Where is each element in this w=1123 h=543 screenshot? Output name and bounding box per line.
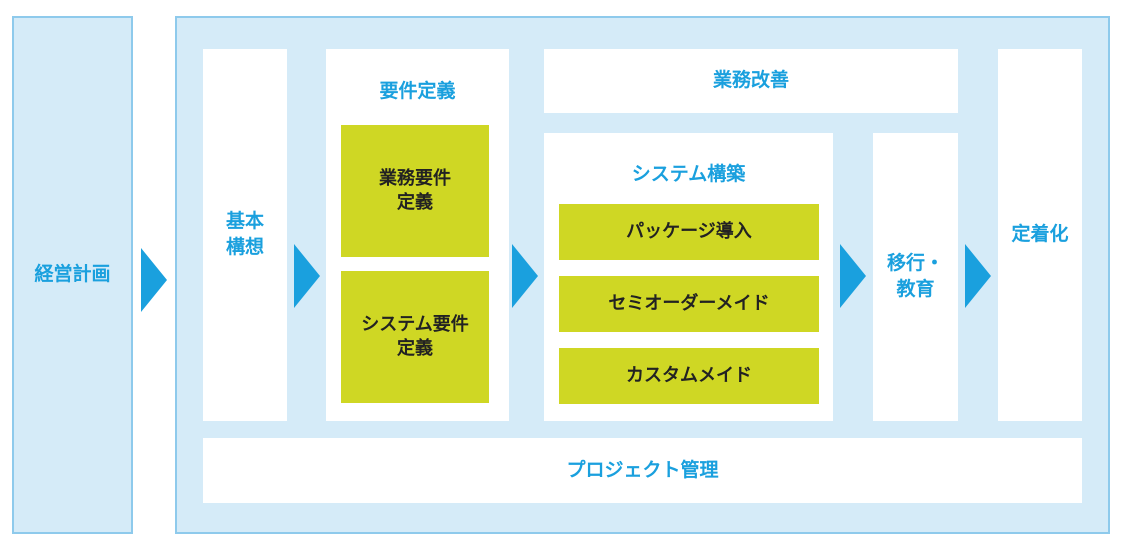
migration-education-box: 移行・ 教育 — [873, 133, 958, 421]
requirements-box: 要件定義 業務要件 定義 システム要件 定義 — [326, 49, 509, 421]
migration-line1: 移行・ — [886, 252, 944, 275]
semi-order-made-box: セミオーダーメイド — [559, 276, 819, 332]
management-plan-label: 経営計画 — [34, 263, 111, 286]
arrow-right-icon — [840, 244, 866, 308]
system-requirements-line1: システム要件 — [361, 313, 469, 335]
semi-order-made-label: セミオーダーメイド — [608, 292, 770, 314]
basic-concept-line2: 構想 — [225, 236, 264, 258]
arrow-right-icon — [512, 244, 538, 308]
arrow-right-icon — [965, 244, 991, 308]
basic-concept-box: 基本 構想 — [203, 49, 287, 421]
system-construction-box: システム構築 パッケージ導入 セミオーダーメイド カスタムメイド — [544, 133, 833, 421]
business-requirements-line2: 定義 — [397, 192, 433, 213]
arrow-right-icon — [141, 248, 167, 312]
package-introduction-label: パッケージ導入 — [626, 220, 752, 242]
basic-concept-line1: 基本 — [225, 210, 264, 233]
requirements-title: 要件定義 — [379, 80, 456, 102]
business-requirements-box: 業務要件 定義 — [341, 125, 489, 257]
arrow-right-icon — [294, 244, 320, 308]
package-introduction-box: パッケージ導入 — [559, 204, 819, 260]
custom-made-label: カスタムメイド — [626, 364, 752, 386]
establishment-box: 定着化 — [998, 49, 1082, 421]
custom-made-box: カスタムメイド — [559, 348, 819, 404]
establishment-label: 定着化 — [1011, 223, 1069, 246]
project-management-label: プロジェクト管理 — [566, 458, 719, 481]
system-requirements-line2: 定義 — [397, 338, 433, 359]
management-plan-box: 経営計画 — [12, 16, 133, 534]
system-requirements-box: システム要件 定義 — [341, 271, 489, 403]
business-improvement-box: 業務改善 — [544, 49, 958, 113]
project-management-box: プロジェクト管理 — [203, 438, 1082, 503]
business-improvement-label: 業務改善 — [712, 69, 789, 92]
business-requirements-line1: 業務要件 — [379, 167, 451, 189]
migration-line2: 教育 — [896, 278, 935, 300]
system-construction-title: システム構築 — [631, 163, 746, 185]
